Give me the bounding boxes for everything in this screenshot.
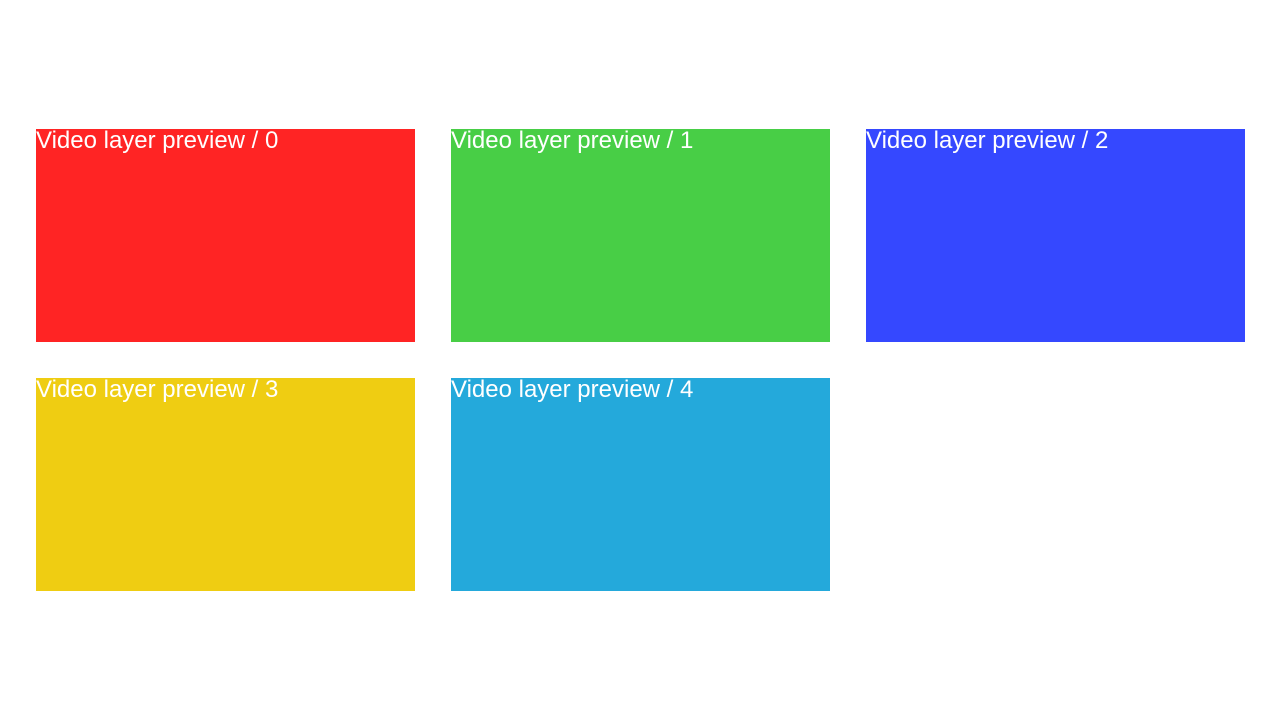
video-layer-preview-1[interactable]: Video layer preview / 1 [451, 129, 830, 342]
video-layer-label: Video layer preview / 0 [36, 129, 279, 154]
video-layer-preview-0[interactable]: Video layer preview / 0 [36, 129, 415, 342]
video-layer-label: Video layer preview / 4 [451, 378, 694, 403]
video-layer-preview-4[interactable]: Video layer preview / 4 [451, 378, 830, 591]
video-layer-preview-3[interactable]: Video layer preview / 3 [36, 378, 415, 591]
video-layer-preview-2[interactable]: Video layer preview / 2 [866, 129, 1245, 342]
video-layer-label: Video layer preview / 2 [866, 129, 1109, 154]
video-layer-label: Video layer preview / 1 [451, 129, 694, 154]
video-layer-label: Video layer preview / 3 [36, 378, 279, 403]
video-layer-grid: Video layer preview / 0 Video layer prev… [36, 129, 1245, 591]
